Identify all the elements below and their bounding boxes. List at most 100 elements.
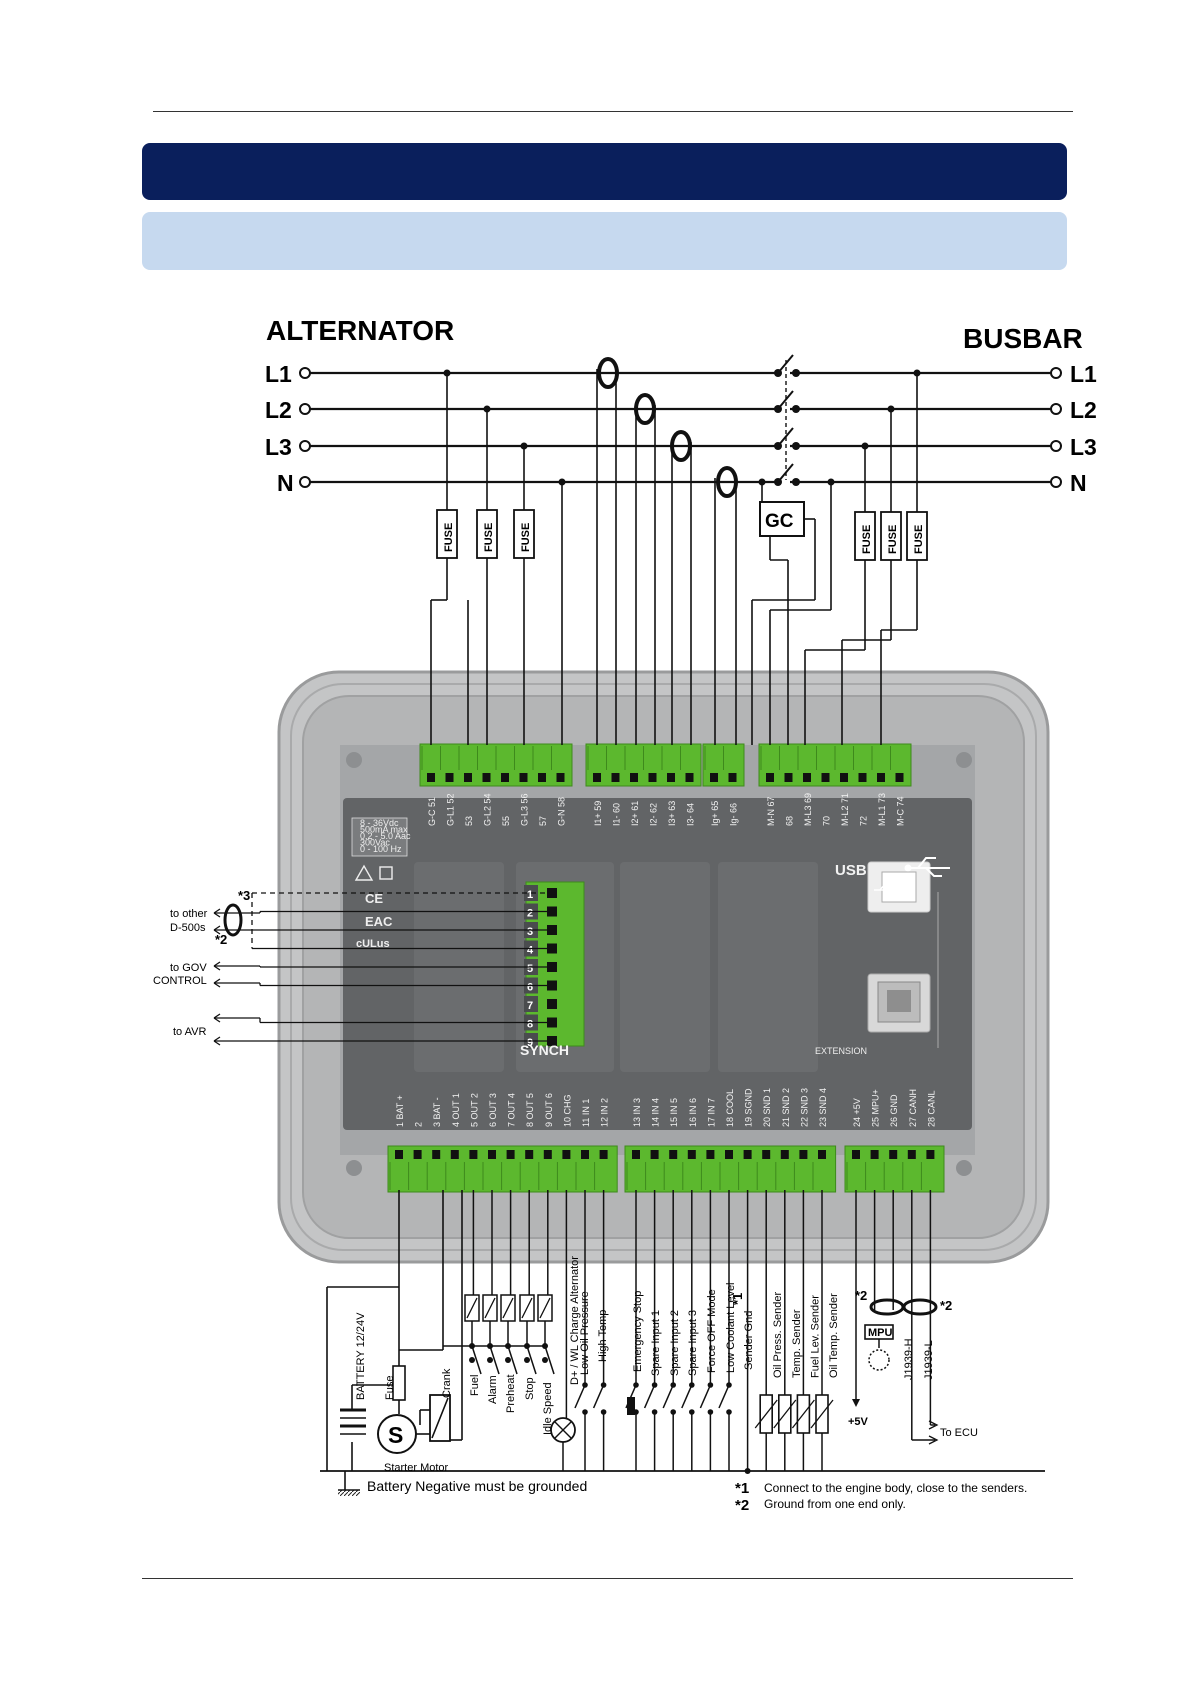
starter-symbol: S (388, 1422, 403, 1448)
terminal-screw (450, 1150, 459, 1159)
terminal-screw (630, 773, 638, 782)
top-terminal-label: 68 (785, 816, 795, 826)
terminal-screw (464, 773, 472, 782)
terminal-screw (818, 1150, 826, 1159)
synch-screw (547, 943, 557, 954)
terminal-screw (650, 1150, 659, 1159)
alternator-label: ALTERNATOR (266, 315, 454, 346)
terminal-screw (669, 1150, 678, 1159)
switch (699, 1384, 712, 1409)
alternator-terminal (299, 403, 311, 415)
to-other-label: to other (170, 908, 208, 920)
star1-note-marker: *1 (735, 1480, 749, 1497)
bottom-terminal-label: 11 IN 1 (581, 1099, 591, 1127)
terminal-screw (432, 1150, 441, 1159)
bottom-terminal-label: 4 OUT 1 (451, 1093, 461, 1127)
rating-line: 8 - 36Vdc (360, 818, 399, 828)
breaker-node (774, 478, 782, 486)
top-terminal-label: G-N 58 (557, 797, 567, 826)
relay-coil (431, 1397, 449, 1439)
terminal-screw (799, 1150, 808, 1159)
synch-number: 3 (527, 926, 533, 938)
phase-label-right: N (1070, 470, 1087, 496)
synch-screw (547, 999, 557, 1009)
shield-twist (223, 903, 243, 937)
terminal-screw (743, 1150, 752, 1159)
alternator-terminal (299, 367, 311, 379)
bottom-terminal-label: 21 SND 2 (781, 1088, 791, 1127)
high-temp-label: High Temp (597, 1310, 609, 1362)
starter-motor-label: Starter Motor (384, 1462, 449, 1474)
terminal-screw (667, 773, 675, 782)
breaker-node (792, 478, 800, 486)
fuse-label: FUSE (861, 525, 873, 554)
breaker-node (774, 405, 782, 413)
bottom-terminal-label: 3 BAT - (432, 1097, 442, 1127)
phase-label-right: L3 (1070, 434, 1097, 460)
terminal-screw (538, 773, 546, 782)
to-gov-label: to GOV (170, 962, 207, 974)
relay-contact (544, 1345, 555, 1375)
control-label: CONTROL (153, 975, 207, 987)
terminal-screw (706, 1150, 715, 1159)
terminal-screw (611, 773, 620, 782)
note-1: Connect to the engine body, close to the… (764, 1481, 1027, 1495)
junction (505, 1357, 511, 1363)
terminal-screw (840, 773, 848, 782)
relay-contact (526, 1345, 537, 1375)
relay-coil (521, 1297, 533, 1319)
usb-icon (908, 857, 950, 877)
bottom-terminal-label: 16 IN 6 (688, 1098, 698, 1127)
terminal-screw (926, 1150, 935, 1159)
terminal-screw (877, 773, 885, 782)
extension-label: EXTENSION (815, 1046, 867, 1056)
shield-twist (869, 1298, 905, 1316)
alternator-terminal (299, 476, 311, 488)
synch-number: 8 (527, 1019, 533, 1031)
synch-pin-label-bg (524, 996, 538, 1012)
bottom-terminal-blocks (387, 1145, 945, 1193)
terminal-screw (870, 1150, 879, 1159)
top-terminal-label: I1+ 59 (593, 801, 603, 826)
sender-label: Fuel Lev. Sender (809, 1295, 821, 1378)
fuse-small-label: Fuse (384, 1376, 396, 1400)
synch-screw (547, 980, 557, 991)
junction (524, 1357, 530, 1363)
j1939l-label: J1939-L (923, 1340, 935, 1380)
junction (744, 1468, 751, 1474)
top-terminal-label: I3+ 63 (667, 801, 677, 826)
sender-arrow (754, 1399, 778, 1429)
arrow (213, 1036, 221, 1046)
synch-number: 4 (527, 945, 534, 957)
rating-line: 300Vac (360, 838, 390, 848)
terminal-screw (445, 773, 454, 782)
top-terminal-label: M-L2 71 (840, 793, 850, 826)
terminal-screw (895, 773, 904, 782)
current-transformer (597, 357, 619, 389)
busbar-terminal (1050, 440, 1062, 452)
double-insulation-icon (379, 866, 393, 880)
low-coolant-label: Low Coolant Level (725, 1282, 737, 1373)
flywheel-gear (868, 1349, 890, 1371)
terminal-screw (543, 1150, 552, 1159)
bottom-terminal-label: 24 +5V (852, 1098, 862, 1127)
fuse-label: FUSE (520, 523, 532, 552)
j1939h-label: J1939-H (903, 1338, 915, 1380)
bottom-terminal-label: 1 BAT + (395, 1095, 405, 1127)
terminal-screw (728, 773, 737, 782)
terminal-screw (581, 1150, 589, 1159)
top-terminal-label: 70 (822, 816, 832, 826)
spare-input1-label: Spare Input 1 (650, 1310, 662, 1376)
rating-line: 0.2 - 5.0 Aac (360, 831, 411, 841)
switch (574, 1384, 586, 1409)
sender-label: Oil Press. Sender (772, 1291, 784, 1378)
top-terminal-label: 53 (464, 816, 474, 826)
bottom-terminal-label: 12 IN 2 (600, 1098, 610, 1127)
terminal-screw (506, 1150, 515, 1159)
synch-number: 7 (527, 1000, 533, 1012)
breaker-node (792, 369, 800, 377)
